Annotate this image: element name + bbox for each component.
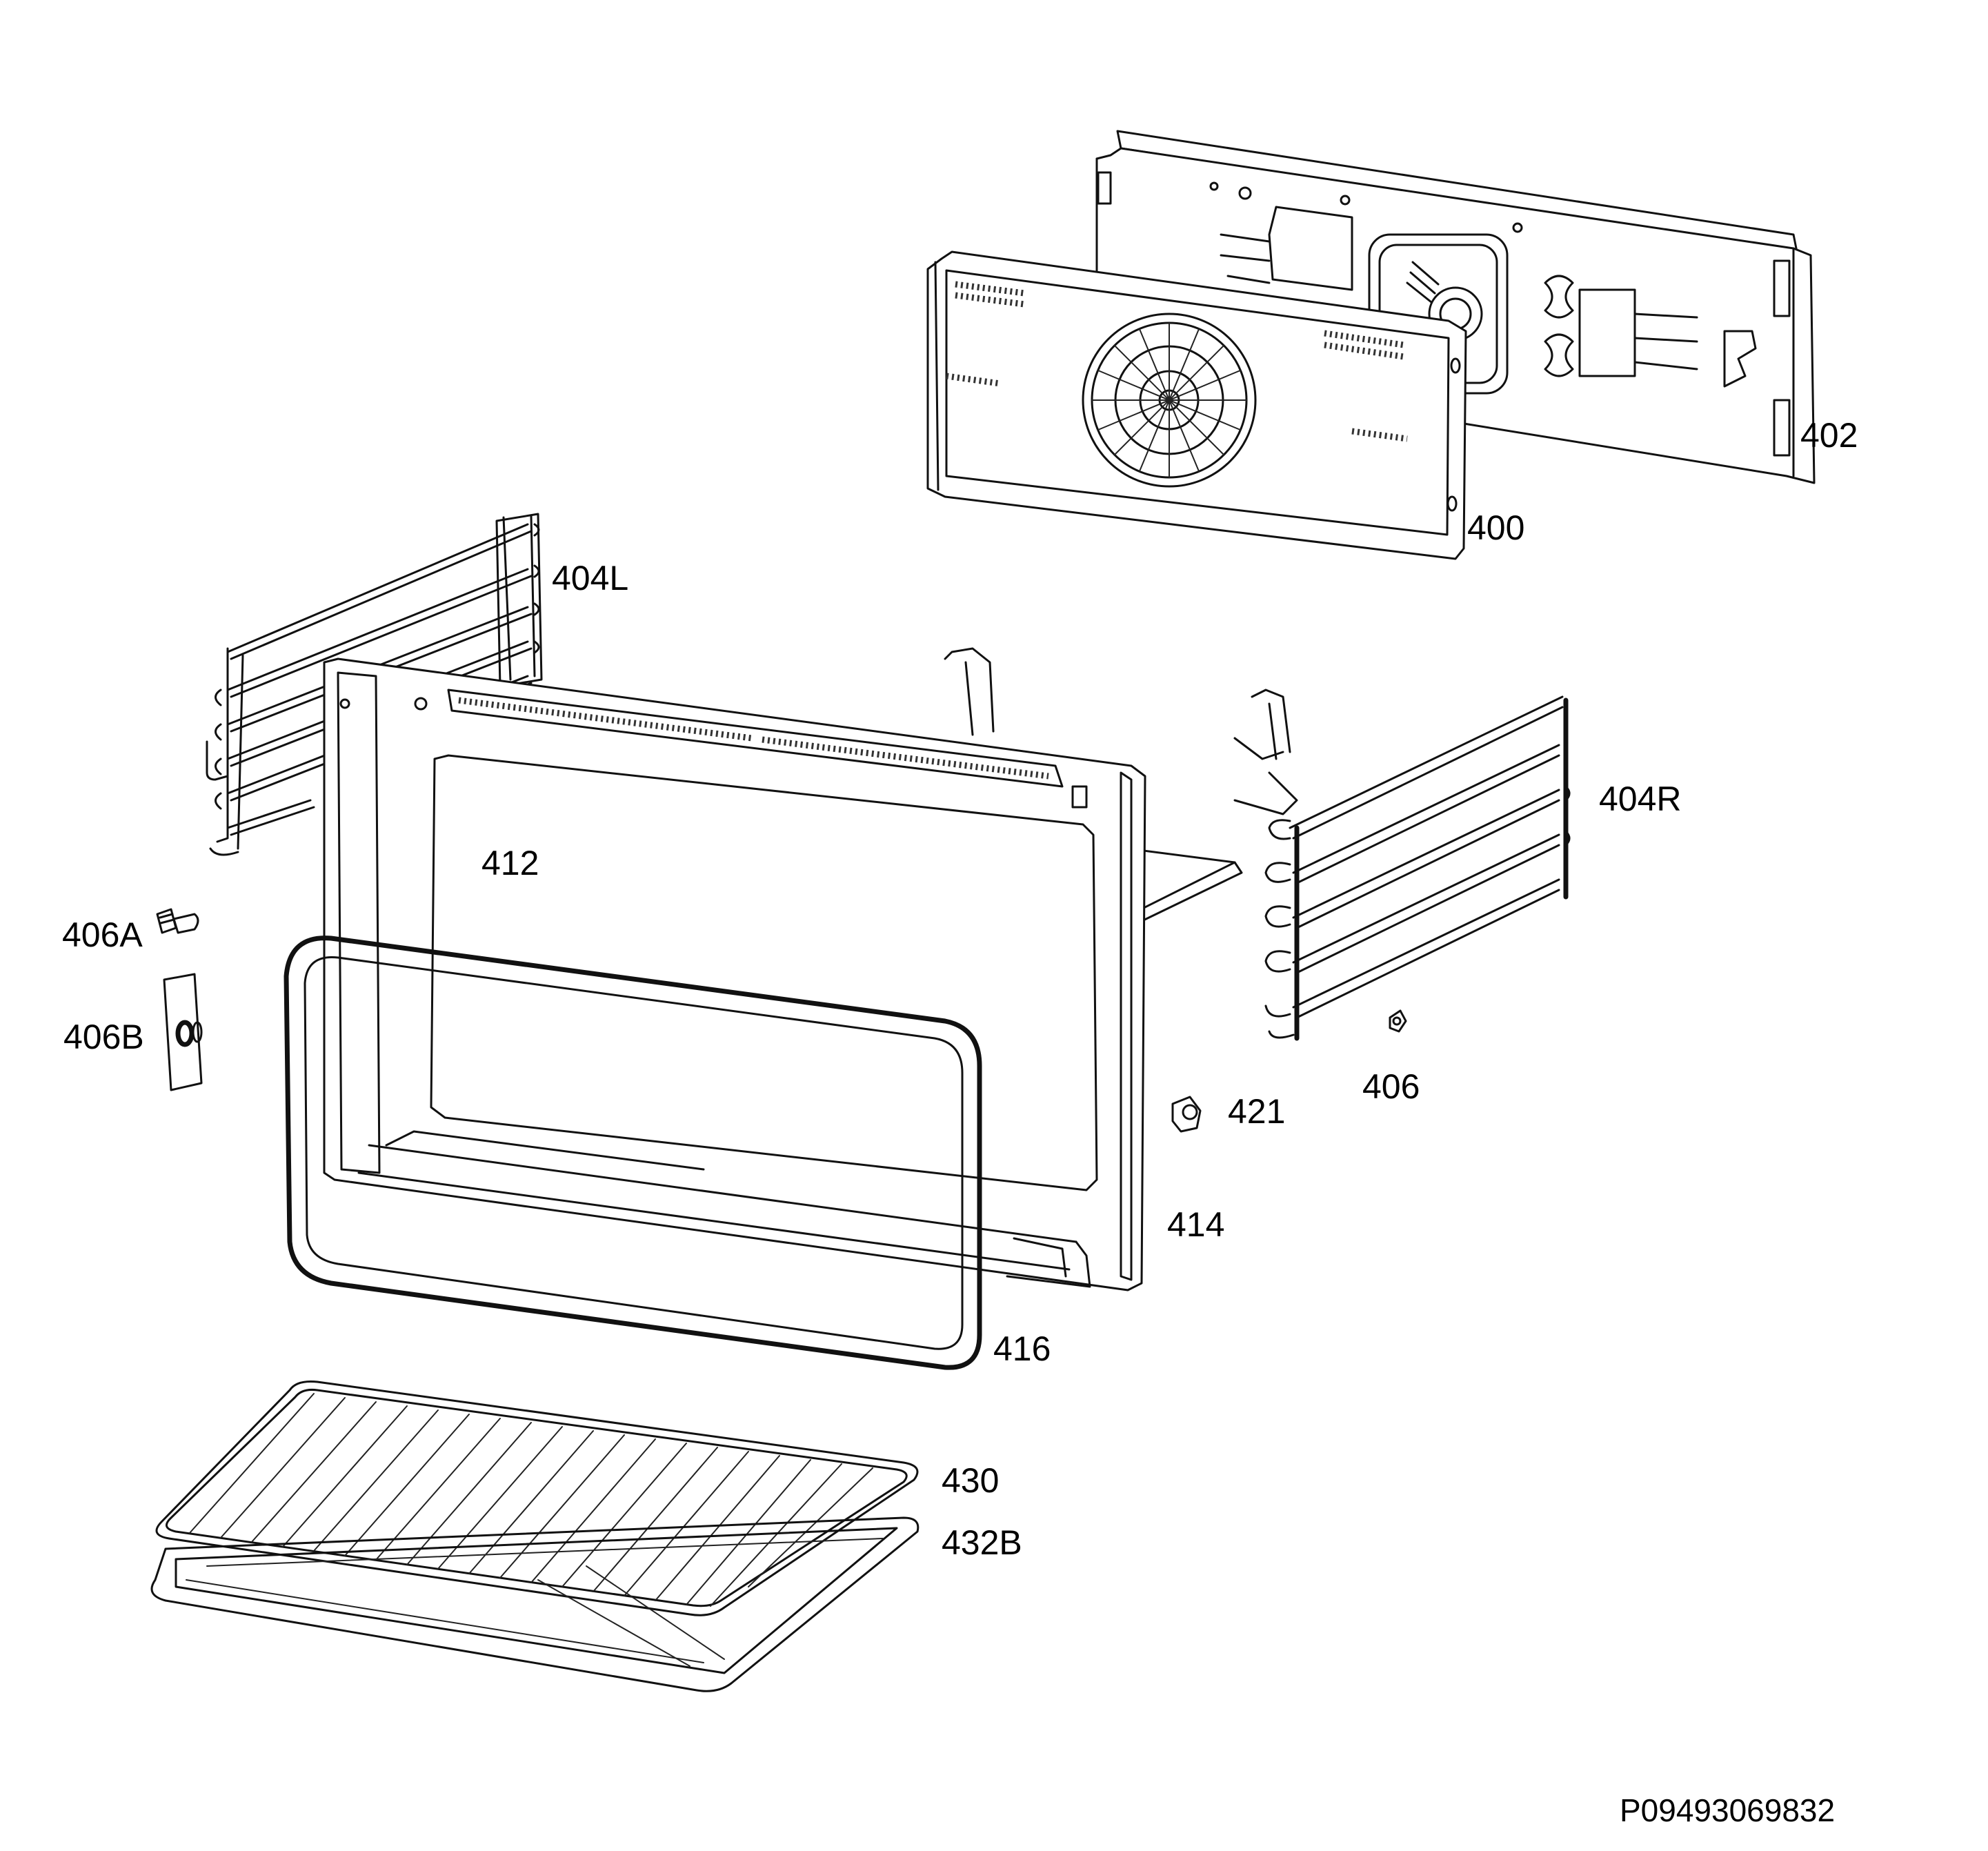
document-code: P09493069832	[1620, 1792, 1835, 1828]
label-412: 412	[481, 844, 539, 882]
label-432B: 432B	[942, 1523, 1022, 1562]
label-406: 406	[1362, 1067, 1420, 1106]
label-416: 416	[993, 1329, 1051, 1368]
label-404R: 404R	[1599, 780, 1682, 818]
part-430-wire-grill	[155, 1380, 919, 1616]
part-labels: 402 400 404L 404R 412 406A 406B 406 421 …	[62, 416, 1858, 1828]
part-421-bushing	[1171, 1096, 1202, 1133]
part-414-oven-cavity	[323, 657, 1146, 1291]
label-400: 400	[1467, 508, 1524, 547]
part-400-fan-cover	[926, 250, 1467, 560]
label-406B: 406B	[63, 1018, 144, 1056]
label-430: 430	[942, 1461, 999, 1500]
label-414: 414	[1167, 1205, 1224, 1244]
label-402: 402	[1800, 416, 1858, 455]
part-432B-baking-tray	[150, 1516, 920, 1692]
grill-wires	[189, 1393, 873, 1607]
label-406A: 406A	[62, 915, 143, 954]
part-406B-plate	[163, 973, 203, 1091]
part-406A-screw	[156, 908, 199, 934]
label-421: 421	[1228, 1092, 1285, 1131]
label-404L: 404L	[552, 559, 628, 597]
part-404R-right-shelf-support	[1264, 695, 1571, 1041]
part-416-door-gasket	[284, 936, 982, 1370]
part-406-clip	[1389, 1009, 1407, 1033]
